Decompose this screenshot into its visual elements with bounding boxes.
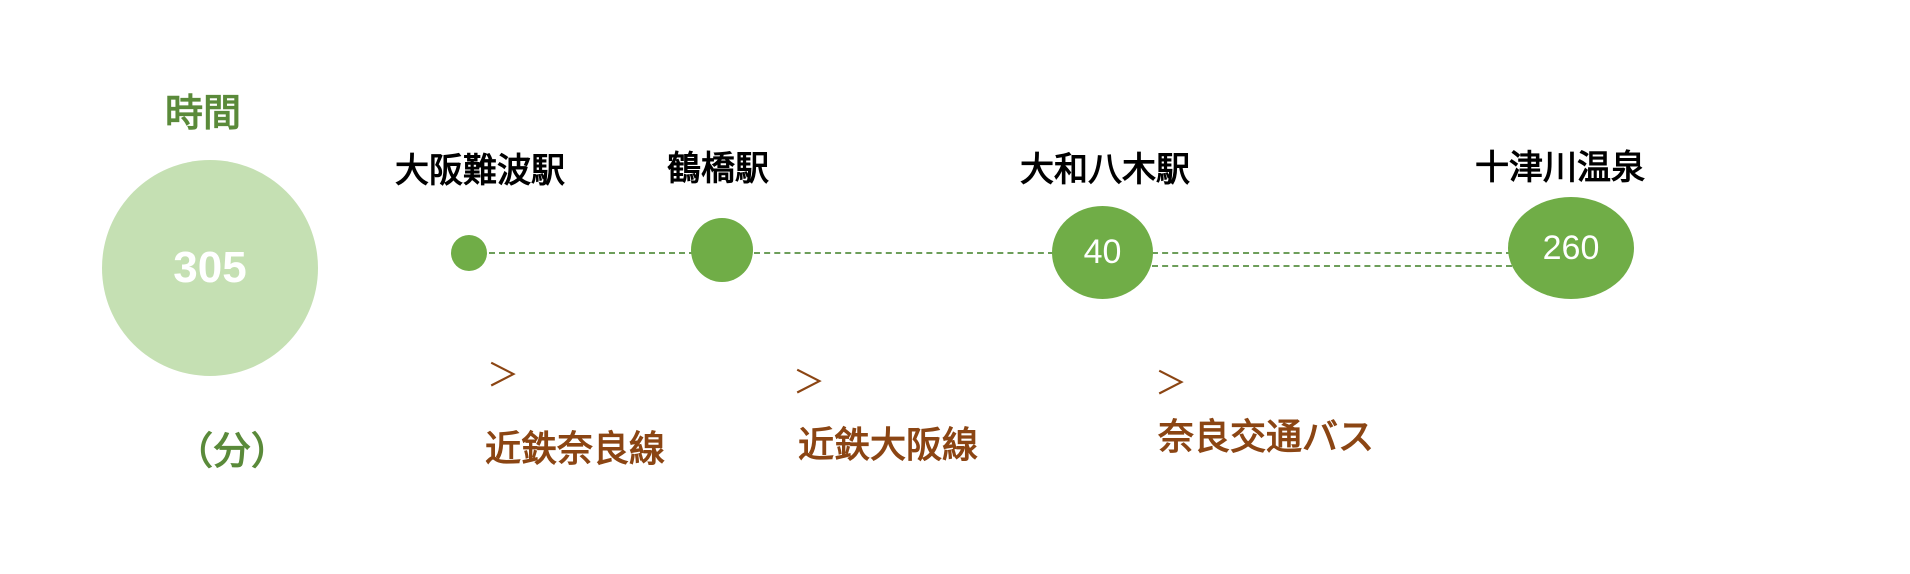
- route-name-1: 近鉄奈良線: [485, 429, 666, 470]
- unit-label: （分）: [175, 429, 290, 473]
- station-name-1: 大阪難波駅: [395, 151, 565, 191]
- station-node-3: 40: [1052, 206, 1153, 299]
- route-name-2: 近鉄大阪線: [798, 425, 979, 466]
- total-time-value: 305: [173, 243, 247, 292]
- connector-line-3b: [1152, 265, 1512, 267]
- station-time-3: 40: [1083, 233, 1122, 271]
- station-name-3: 大和八木駅: [1020, 150, 1190, 190]
- route-arrow-1: ＞: [487, 356, 520, 394]
- connector-line-2: [754, 252, 1054, 254]
- time-label: 時間: [165, 91, 242, 135]
- connector-line-3a: [1152, 252, 1512, 254]
- route-arrow-3: ＞: [1155, 364, 1188, 402]
- total-time-circle: 305: [102, 160, 318, 376]
- station-name-4: 十津川温泉: [1475, 148, 1645, 188]
- route-name-3: 奈良交通バス: [1158, 417, 1375, 458]
- station-time-4: 260: [1542, 228, 1600, 267]
- station-node-2: [691, 218, 753, 282]
- station-node-4: 260: [1508, 197, 1634, 299]
- station-name-2: 鶴橋駅: [667, 149, 769, 189]
- connector-line-1: [469, 252, 695, 254]
- station-node-1: [451, 235, 487, 271]
- route-arrow-2: ＞: [793, 363, 826, 401]
